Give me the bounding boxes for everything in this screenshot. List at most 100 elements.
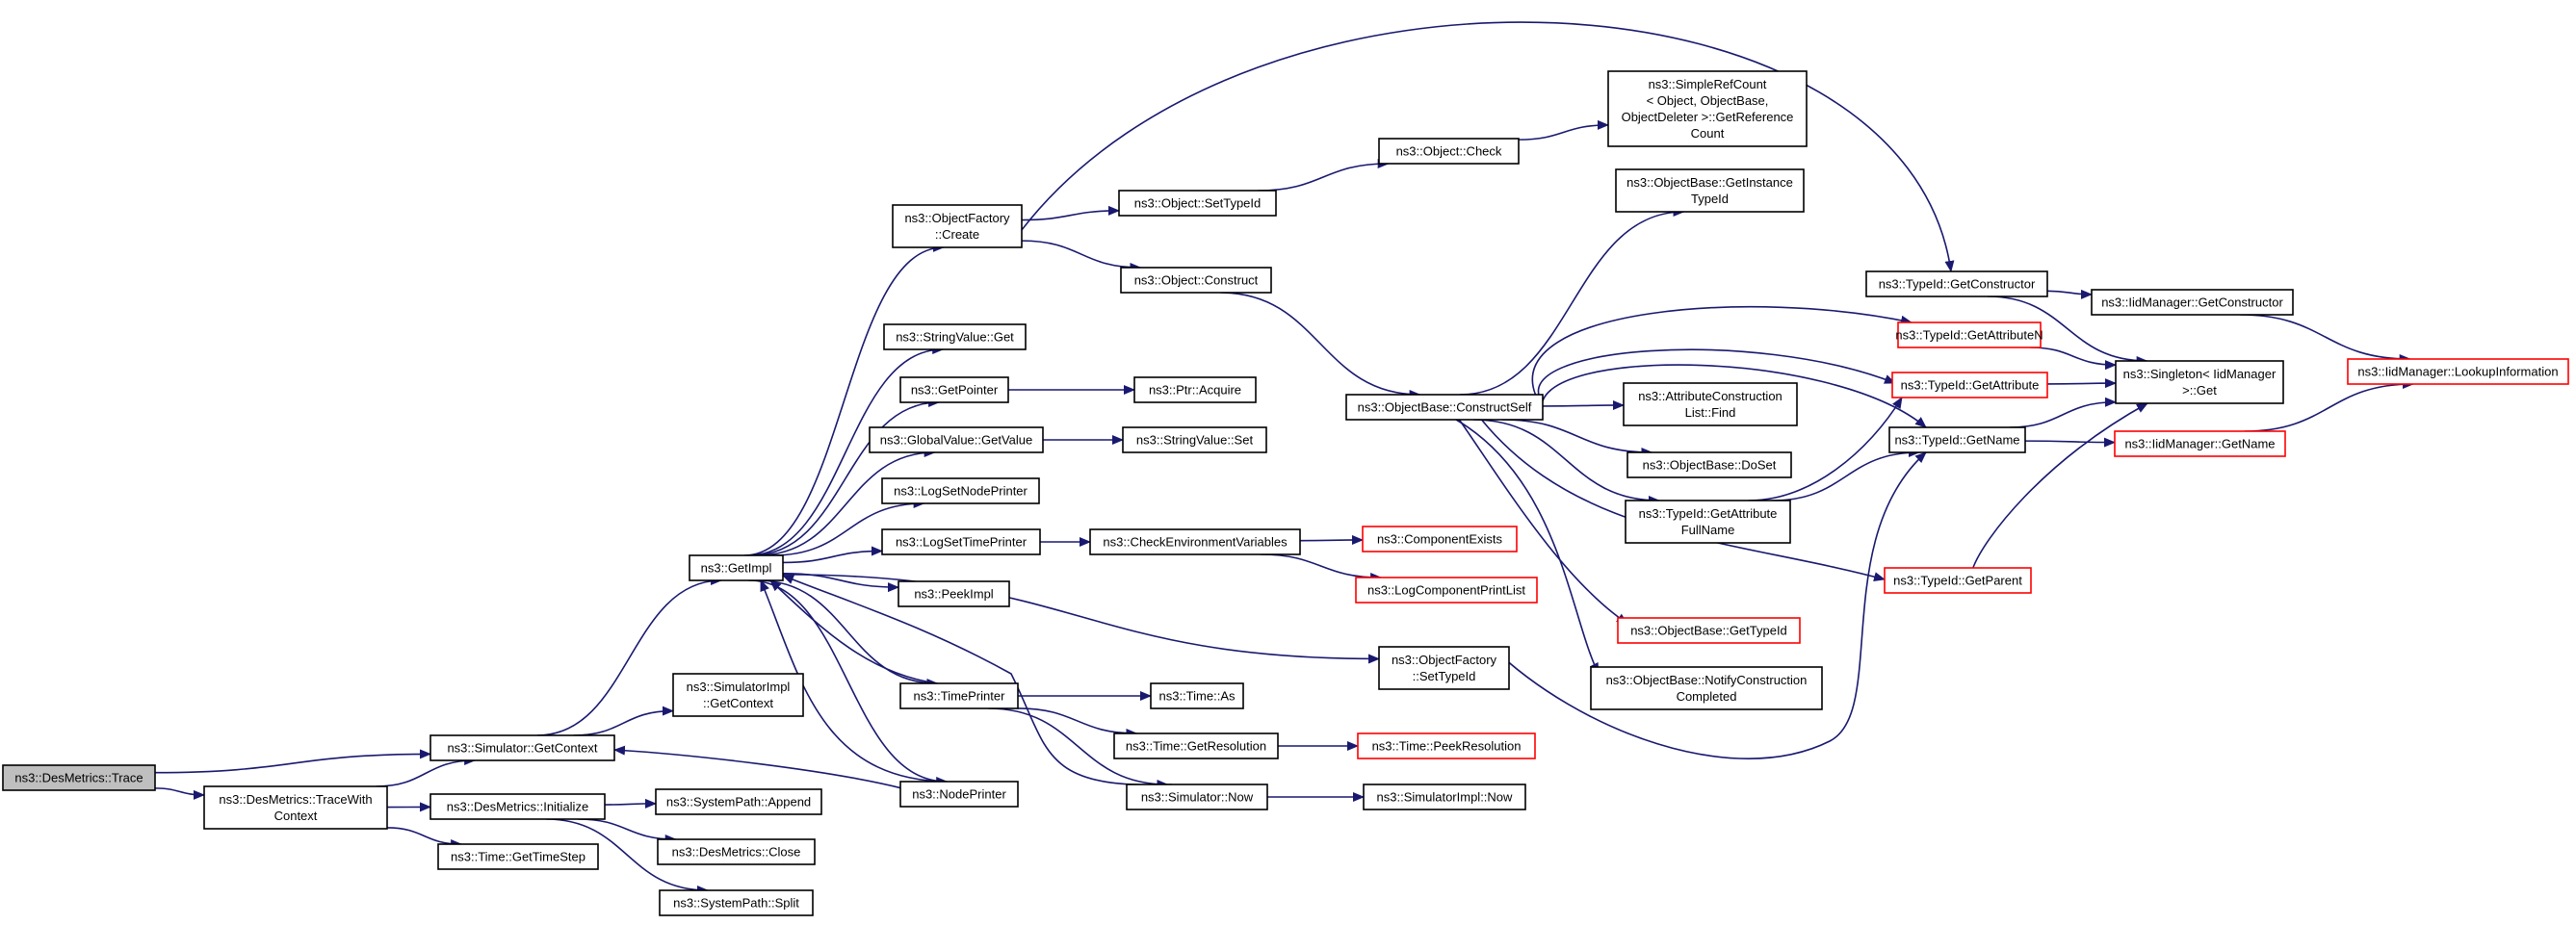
node-box (881, 528, 1041, 555)
node-box (1133, 376, 1257, 403)
node-label: ns3::IidManager::LookupInformation (2357, 365, 2558, 379)
edge-getimpl-to-getpointer (751, 398, 941, 556)
node-close: ns3::DesMetrics::Close (657, 838, 816, 865)
edge-typeidgetname-to-singletonget (2009, 397, 2117, 428)
node-label: ns3::Simulator::Now (1141, 790, 1254, 805)
node-simimplgetctx: ns3::SimulatorImpl::GetContext (672, 673, 804, 717)
node-box (657, 838, 816, 865)
node-objfactorycreate: ns3::ObjectFactory::Create (892, 204, 1023, 248)
node-box (1150, 682, 1244, 709)
node-box (1623, 382, 1798, 426)
edge-constructself-to-typeidgetname (1541, 364, 1927, 428)
node-box (1378, 138, 1520, 165)
edge-trace-to-tracewithctx (154, 787, 205, 800)
edge-getattributefullname-to-typeidgetname (1772, 448, 1920, 501)
edge-initialize-to-append (604, 798, 657, 809)
node-label: ns3::Singleton< IidManager (2123, 367, 2277, 381)
node-label: ns3::ObjectBase::NotifyConstruction (1606, 673, 1808, 687)
node-label: ns3::ObjectFactory (904, 211, 1010, 225)
node-timepeekres[interactable]: ns3::Time::PeekResolution (1357, 732, 1536, 759)
node-label: ns3::LogSetTimePrinter (896, 535, 1028, 550)
edge-getattributefullname-to-typeidgetattribute (1748, 397, 1903, 501)
edge-objfactorysettypeid-to-typeidgetname (1491, 451, 1927, 759)
node-timegetres: ns3::Time::GetResolution (1113, 732, 1279, 759)
edge-constructself-to-doset (1501, 419, 1653, 457)
node-box (2347, 358, 2569, 385)
node-box (2114, 430, 2286, 457)
node-label: ns3::Time::PeekResolution (1372, 739, 1522, 754)
node-box (883, 323, 1027, 350)
node-label: ns3::TypeId::GetConstructor (1879, 277, 2036, 292)
node-box (2, 764, 156, 791)
edge-getimpl-to-logsetnodeprinter (772, 499, 925, 556)
node-stringvalueset: ns3::StringValue::Set (1122, 426, 1267, 453)
node-label: ns3::ObjectBase::ConstructSelf (1358, 400, 1532, 415)
node-label: ns3::StringValue::Get (896, 330, 1014, 345)
edge-trace-to-getcontext (154, 749, 431, 774)
edge-objfactorycreate-to-objectconstruct (1021, 240, 1142, 272)
node-label: ns3::DesMetrics::Close (672, 845, 801, 860)
node-globalvaluegetvalue: ns3::GlobalValue::GetValue (869, 426, 1044, 453)
edge-constructself-to-attrconstructionfind (1542, 399, 1625, 410)
edge-constructself-to-getinstancetypeid (1459, 207, 1685, 396)
edge-getcontext-to-simimplgetctx (573, 706, 674, 736)
node-label: ObjectDeleter >::GetReference (1622, 110, 1794, 124)
node-iidmgrgetconstructor: ns3::IidManager::GetConstructor (2091, 289, 2294, 316)
node-box (899, 682, 1019, 709)
node-box (1617, 617, 1801, 644)
node-box (1590, 666, 1823, 710)
node-box (1615, 168, 1805, 213)
node-box (2115, 360, 2284, 404)
node-iidmgrgetname[interactable]: ns3::IidManager::GetName (2114, 430, 2286, 457)
edge-typeidgetname-to-iidmgrgetname (2024, 437, 2116, 448)
node-label: ns3::LogSetNodePrinter (894, 484, 1028, 499)
edge-objfactorycreate-to-objectsettypeid (1021, 205, 1120, 221)
node-label: ns3::SimpleRefCount (1649, 77, 1767, 91)
node-label: ns3::ObjectBase::GetInstance (1626, 175, 1793, 190)
node-logcomponentprintlist[interactable]: ns3::LogComponentPrintList (1355, 577, 1538, 604)
node-box (1345, 394, 1544, 421)
edge-constructself-to-typeidgetparent (1480, 419, 1886, 581)
node-typeidgetparent[interactable]: ns3::TypeId::GetParent (1884, 567, 2032, 594)
node-initialize: ns3::DesMetrics::Initialize (429, 793, 606, 820)
node-timeas: ns3::Time::As (1150, 682, 1244, 709)
edge-objectconstruct-to-constructself (1220, 292, 1421, 399)
edge-objfactorycreate-to-typeidgetconstructor (1021, 21, 1955, 272)
node-simulatornow: ns3::Simulator::Now (1126, 784, 1268, 810)
node-box (659, 889, 814, 916)
node-timeprinter: ns3::TimePrinter (899, 682, 1019, 709)
node-simimplnow: ns3::SimulatorImpl::Now (1363, 784, 1526, 810)
edge-constructself-to-typeidgetattributen (1531, 305, 1912, 396)
edge-getimpl-to-logsettimeprinter (782, 546, 883, 564)
node-box (892, 204, 1023, 248)
node-peekimpl: ns3::PeekImpl (898, 580, 1010, 607)
node-iidmgrlookup[interactable]: ns3::IidManager::LookupInformation (2347, 358, 2569, 385)
node-label: ns3::TypeId::GetName (1894, 433, 2019, 448)
edge-timeprinter-to-simulatornow (988, 707, 1169, 789)
node-label: ns3::SimulatorImpl::Now (1377, 790, 1513, 805)
node-typeidgetattributen[interactable]: ns3::TypeId::GetAttributeN (1895, 321, 2043, 348)
node-doset: ns3::ObjectBase::DoSet (1626, 451, 1792, 478)
node-trace: ns3::DesMetrics::Trace (2, 764, 156, 791)
node-label: ns3::ComponentExists (1377, 532, 1503, 547)
node-box (1363, 784, 1526, 810)
node-box (2091, 289, 2294, 316)
node-typeidgetattribute[interactable]: ns3::TypeId::GetAttribute (1891, 372, 2048, 398)
node-objectbasegettypeid[interactable]: ns3::ObjectBase::GetTypeId (1617, 617, 1801, 644)
node-getimpl: ns3::GetImpl (689, 554, 784, 581)
node-box (881, 477, 1040, 504)
node-label: ns3::Time::GetResolution (1126, 739, 1266, 754)
node-typeidgetname: ns3::TypeId::GetName (1888, 426, 2026, 453)
node-box (1113, 732, 1279, 759)
node-box (1607, 70, 1808, 147)
node-objfactorysettypeid: ns3::ObjectFactory::SetTypeId (1378, 646, 1510, 690)
node-label: ns3::GetImpl (701, 561, 772, 576)
edge-getimpl-to-objfactorysettypeid (782, 574, 1380, 664)
node-componentexists[interactable]: ns3::ComponentExists (1362, 526, 1518, 552)
edge-checkenv-to-logcomponentprintlist (1260, 553, 1383, 582)
node-stringvalueget: ns3::StringValue::Get (883, 323, 1027, 350)
node-box (203, 785, 388, 830)
